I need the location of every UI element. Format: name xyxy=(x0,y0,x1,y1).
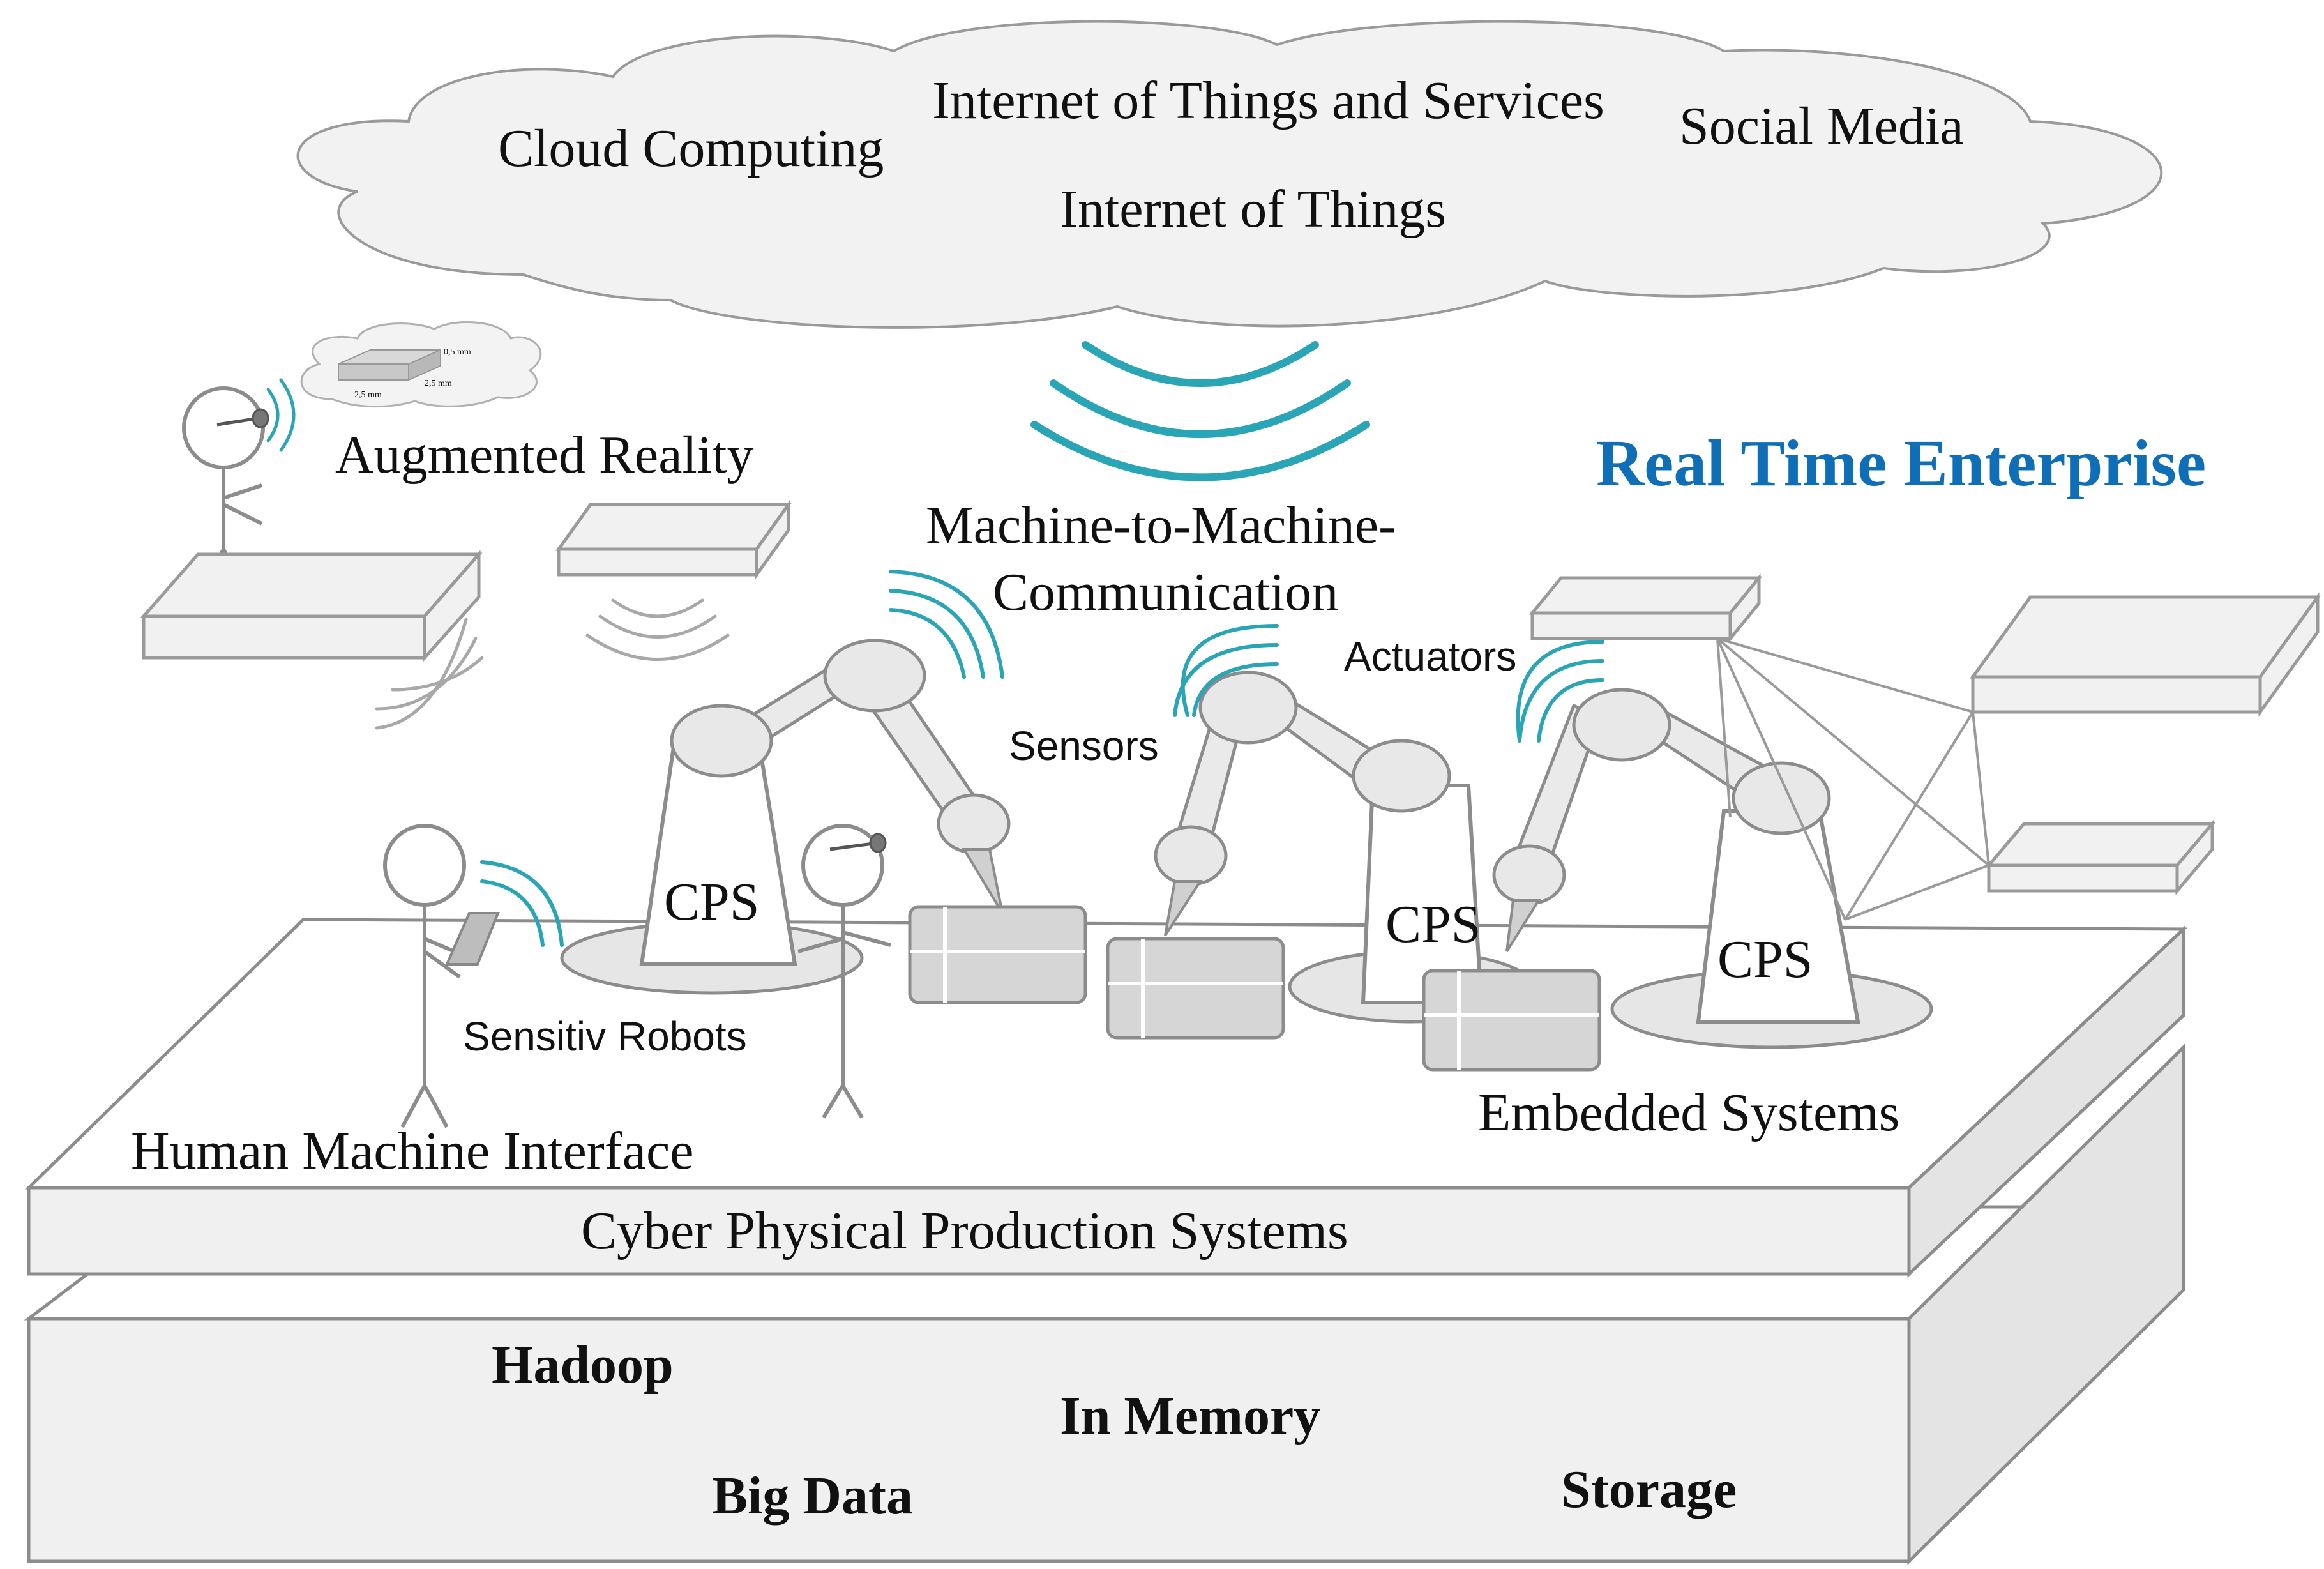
social-media-label: Social Media xyxy=(1679,96,1964,156)
ar-platform xyxy=(140,550,483,662)
sensitiv-robots-label: Sensitiv Robots xyxy=(463,1013,747,1059)
stick-figure-icon xyxy=(383,824,471,1128)
wireless-waves-icon xyxy=(889,570,1004,679)
sensors-label: Sensors xyxy=(1009,723,1159,769)
augmented-reality-label: Augmented Reality xyxy=(335,425,754,485)
robot-arm-icon xyxy=(560,639,1011,995)
cps-label-2: CPS xyxy=(1385,895,1481,954)
real-time-enterprise-label: Real Time Enterprise xyxy=(1596,427,2206,500)
cloud-icon xyxy=(296,20,2162,329)
wireless-waves-icon xyxy=(1516,640,1604,743)
mini-cloud-icon xyxy=(300,321,542,408)
human-machine-interface-label: Human Machine Interface xyxy=(131,1121,694,1181)
m2m-label-line1: Machine-to-Machine- xyxy=(926,496,1396,555)
m2m-label-line2: Communication xyxy=(993,563,1338,622)
wireless-waves-icon xyxy=(266,378,296,452)
wireless-waves-icon xyxy=(375,598,730,730)
wireless-waves-icon xyxy=(1173,624,1279,717)
cps-label-3: CPS xyxy=(1717,930,1813,989)
chip-icon xyxy=(338,349,441,381)
actuators-label: Actuators xyxy=(1344,633,1516,679)
cps-label-1: CPS xyxy=(664,872,759,932)
dim-left-label: 2,5 mm xyxy=(354,390,382,400)
package-box-icon xyxy=(908,905,1087,1004)
tablet-icon xyxy=(444,912,500,966)
robot-arm-icon xyxy=(1492,688,1933,1049)
dim-right-label: 2,5 mm xyxy=(425,379,452,388)
package-box-icon xyxy=(1106,937,1285,1040)
cpps-label: Cyber Physical Production Systems xyxy=(581,1201,1348,1261)
embedded-systems-label: Embedded Systems xyxy=(1478,1083,1899,1142)
hadoop-label: Hadoop xyxy=(492,1335,674,1395)
wireless-waves-icon xyxy=(1030,341,1370,481)
network-node-icon xyxy=(1528,573,1763,644)
dim-top-label: 0,5 mm xyxy=(444,347,471,357)
storage-label: Storage xyxy=(1561,1460,1737,1519)
iot-services-label: Internet of Things and Services xyxy=(932,71,1604,130)
network-node-icon xyxy=(1985,819,2216,895)
stick-figure-icon xyxy=(797,824,891,1119)
network-node-icon xyxy=(1970,592,2321,717)
cloud-computing-label: Cloud Computing xyxy=(498,119,884,178)
package-box-icon xyxy=(1422,969,1601,1072)
floating-slab xyxy=(555,499,792,580)
big-data-label: Big Data xyxy=(712,1466,913,1526)
network-links xyxy=(1716,637,1990,921)
in-memory-label: In Memory xyxy=(1060,1386,1320,1446)
iot-label: Internet of Things xyxy=(1060,179,1446,239)
wireless-waves-icon xyxy=(480,860,564,947)
